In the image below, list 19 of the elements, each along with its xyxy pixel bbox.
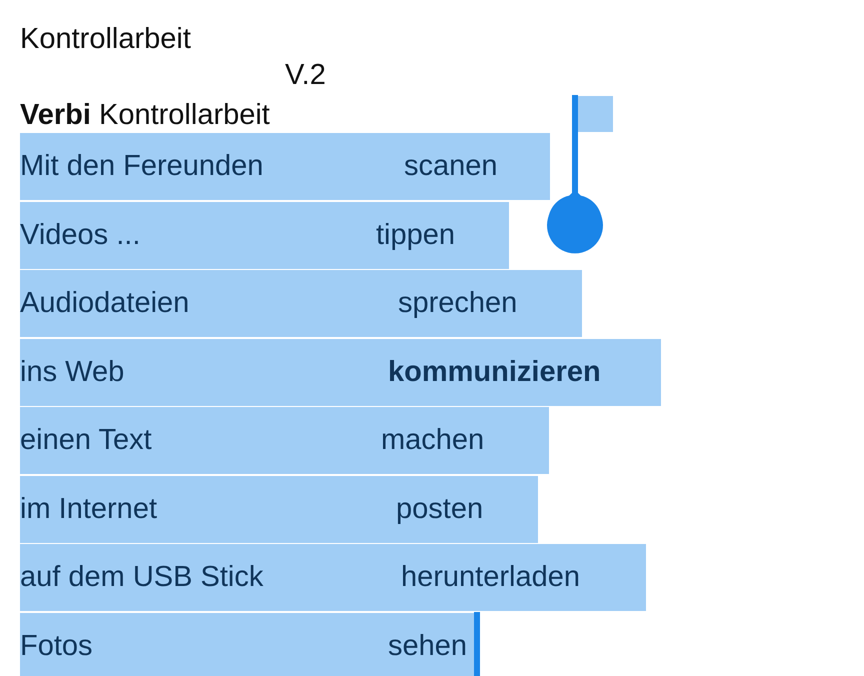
verb-text: sehen — [388, 628, 468, 662]
phrase-text: Fotos — [20, 628, 93, 662]
phrase-text: ins Web — [20, 354, 124, 388]
verb-text: posten — [396, 492, 484, 526]
document-title: Kontrollarbeit — [20, 22, 191, 56]
verb-text: tippen — [376, 218, 456, 252]
heading: Verbi Kontrollarbeit — [20, 98, 270, 132]
verb-text: sprechen — [398, 286, 518, 320]
phrase-text: einen Text — [20, 423, 152, 457]
verb-text: scanen — [404, 149, 498, 183]
verb-text: kommunizieren — [388, 354, 601, 388]
verb-text: herunterladen — [401, 560, 580, 594]
phrase-text: im Internet — [20, 492, 157, 526]
version-label: V.2 — [285, 58, 326, 92]
phrase-text: Mit den Fereunden — [20, 149, 264, 183]
phrase-text: auf dem USB Stick — [20, 560, 264, 594]
verb-text: machen — [381, 423, 484, 457]
phrase-text: Videos ... — [20, 218, 140, 252]
phrase-text: Audiodateien — [20, 286, 190, 320]
